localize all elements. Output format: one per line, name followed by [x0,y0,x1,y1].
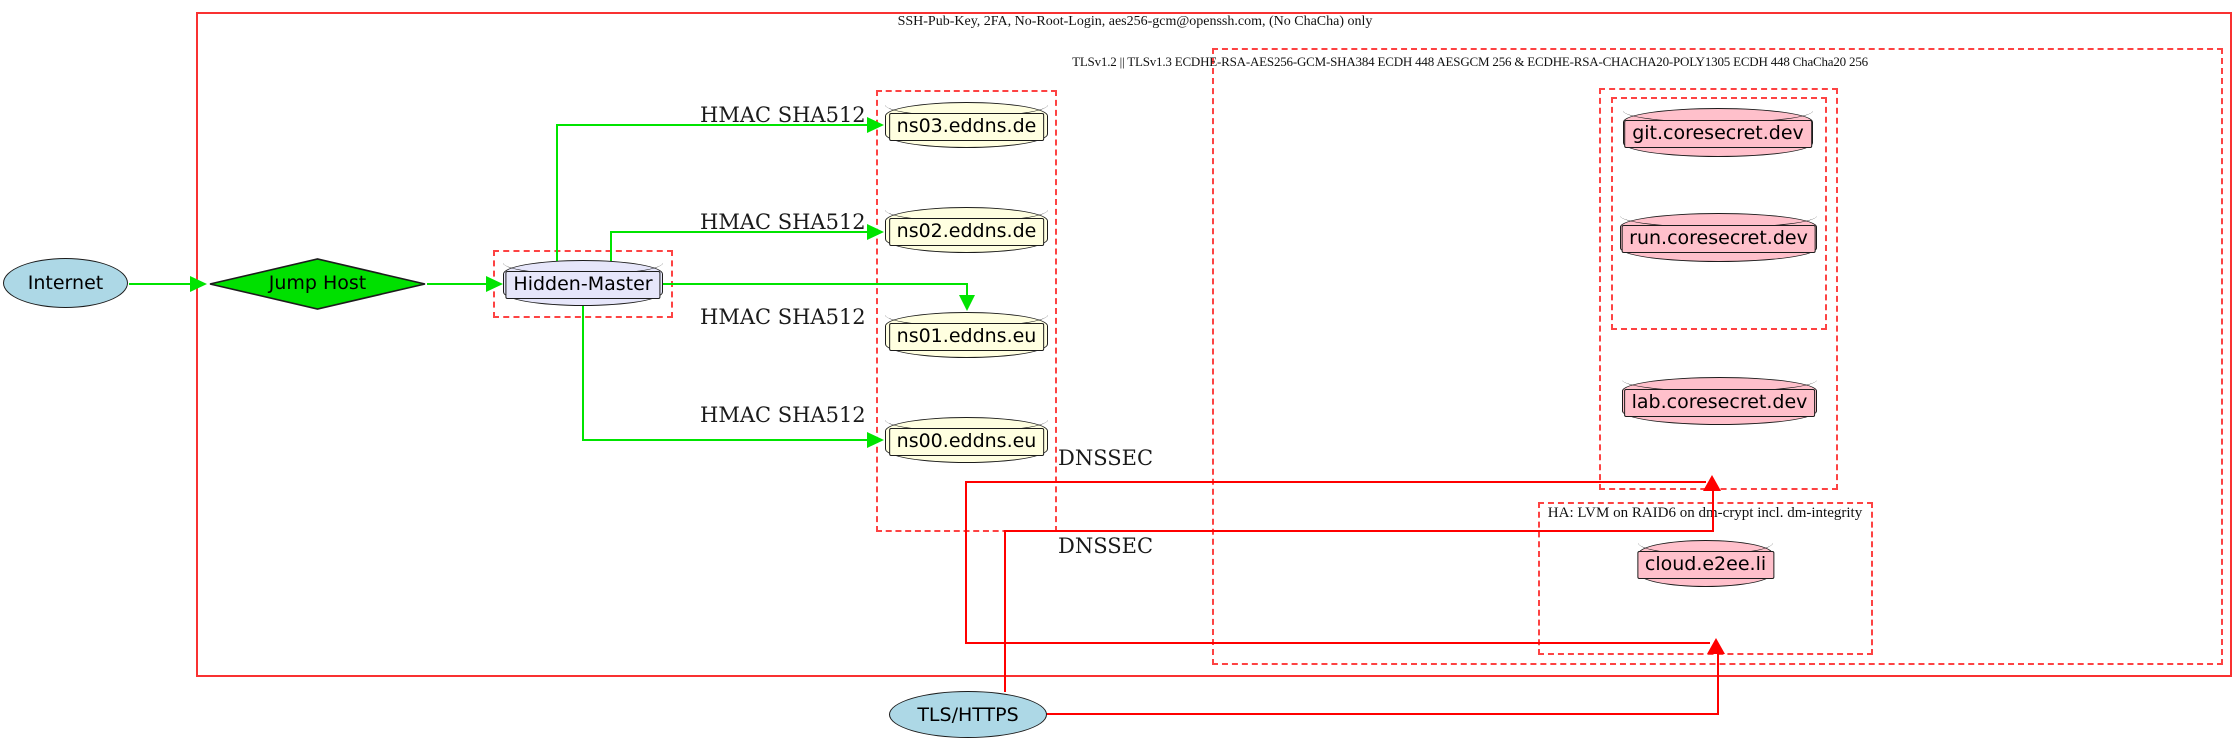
cluster-tls-label: TLSv1.2 || TLSv1.3 ECDHE-RSA-AES256-GCM-… [1072,54,1868,69]
node-ns01: ns01.eddns.eu [885,312,1048,358]
edge-jump-master-arrowhead [486,276,503,292]
edge-coresecret-arrowhead [1703,475,1721,491]
node-run: run.coresecret.dev [1620,213,1817,262]
edge-master-ns02-hline [610,231,868,233]
edge-tls-coresecret-hline [1004,530,1714,532]
edge-master-ns02-vline [610,232,612,261]
edge-internet-jump-arrowhead [190,276,207,292]
node-internet: Internet [3,258,128,308]
edge-master-ns01-vline [966,283,968,296]
edge-label-dnssec-1: DNSSEC [1058,446,1154,470]
edge-label-dnssec-2: DNSSEC [1058,534,1154,558]
node-ns02-label: ns02.eddns.de [888,217,1045,246]
cluster-eddns-box [876,90,1057,532]
node-cloud-label: cloud.e2ee.li [1636,551,1775,580]
node-git: git.coresecret.dev [1623,108,1813,157]
edge-master-ns03-arrowhead [867,117,884,133]
edge-master-ns00-hline [582,439,868,441]
edge-master-ns01-arrowhead [959,295,975,311]
cluster-ha-label: HA: LVM on RAID6 on dm-crypt incl. dm-in… [1547,505,1863,521]
edge-tls-ha-hline [1046,713,1719,715]
cluster-gitrun-box [1611,97,1827,330]
jump-host-diamond-shape [209,258,426,310]
cluster-ssh-label: SSH-Pub-Key, 2FA, No-Root-Login, aes256-… [897,14,1373,29]
edge-master-ns01-hline [663,283,968,285]
edge-tls-coresecret-vline2 [1712,491,1714,531]
edge-label-hmac-ns01: HMAC SHA512 [700,305,866,329]
edge-dnssec2-hline [965,642,1710,644]
edge-dnssec1-hline [966,481,1706,483]
node-jump-host: Jump Host [208,258,427,310]
node-cloud: cloud.e2ee.li [1636,540,1775,587]
edge-ha-arrowhead [1707,638,1725,654]
edge-jump-master-line [427,283,487,285]
edge-master-ns02-arrowhead [867,224,884,240]
edge-master-ns00-vline [582,306,584,440]
node-lab-label: lab.coresecret.dev [1623,388,1816,417]
edge-tls-ha-vline [1717,654,1719,714]
edge-master-ns00-arrowhead [867,432,884,448]
edge-dnssec2-vline [965,481,967,644]
node-tls-https-label: TLS/HTTPS [917,703,1019,726]
node-ns02: ns02.eddns.de [885,207,1048,253]
cluster-ha-box [1538,502,1873,655]
node-ns03: ns03.eddns.de [885,102,1048,148]
node-hidden-master-label: Hidden-Master [505,270,661,299]
node-tls-https: TLS/HTTPS [889,691,1047,738]
edge-master-ns03-vline [556,125,558,261]
node-ns00-label: ns00.eddns.eu [888,427,1045,456]
cluster-ssh-box [196,12,2232,677]
node-lab: lab.coresecret.dev [1622,377,1817,425]
edge-label-hmac-ns03: HMAC SHA512 [700,103,866,127]
node-hidden-master: Hidden-Master [503,260,663,306]
edge-label-hmac-ns02: HMAC SHA512 [700,210,866,234]
node-ns03-label: ns03.eddns.de [888,112,1045,141]
edge-internet-jump-line [129,283,191,285]
edge-master-ns03-hline [556,124,868,126]
edge-label-hmac-ns00: HMAC SHA512 [700,403,866,427]
edge-tls-coresecret-vline1 [1004,530,1006,692]
node-run-label: run.coresecret.dev [1621,225,1816,254]
node-jump-host-label: Jump Host [268,272,367,295]
node-ns01-label: ns01.eddns.eu [888,322,1045,351]
node-git-label: git.coresecret.dev [1624,120,1812,149]
node-ns00: ns00.eddns.eu [885,417,1048,463]
node-internet-label: Internet [27,272,104,294]
